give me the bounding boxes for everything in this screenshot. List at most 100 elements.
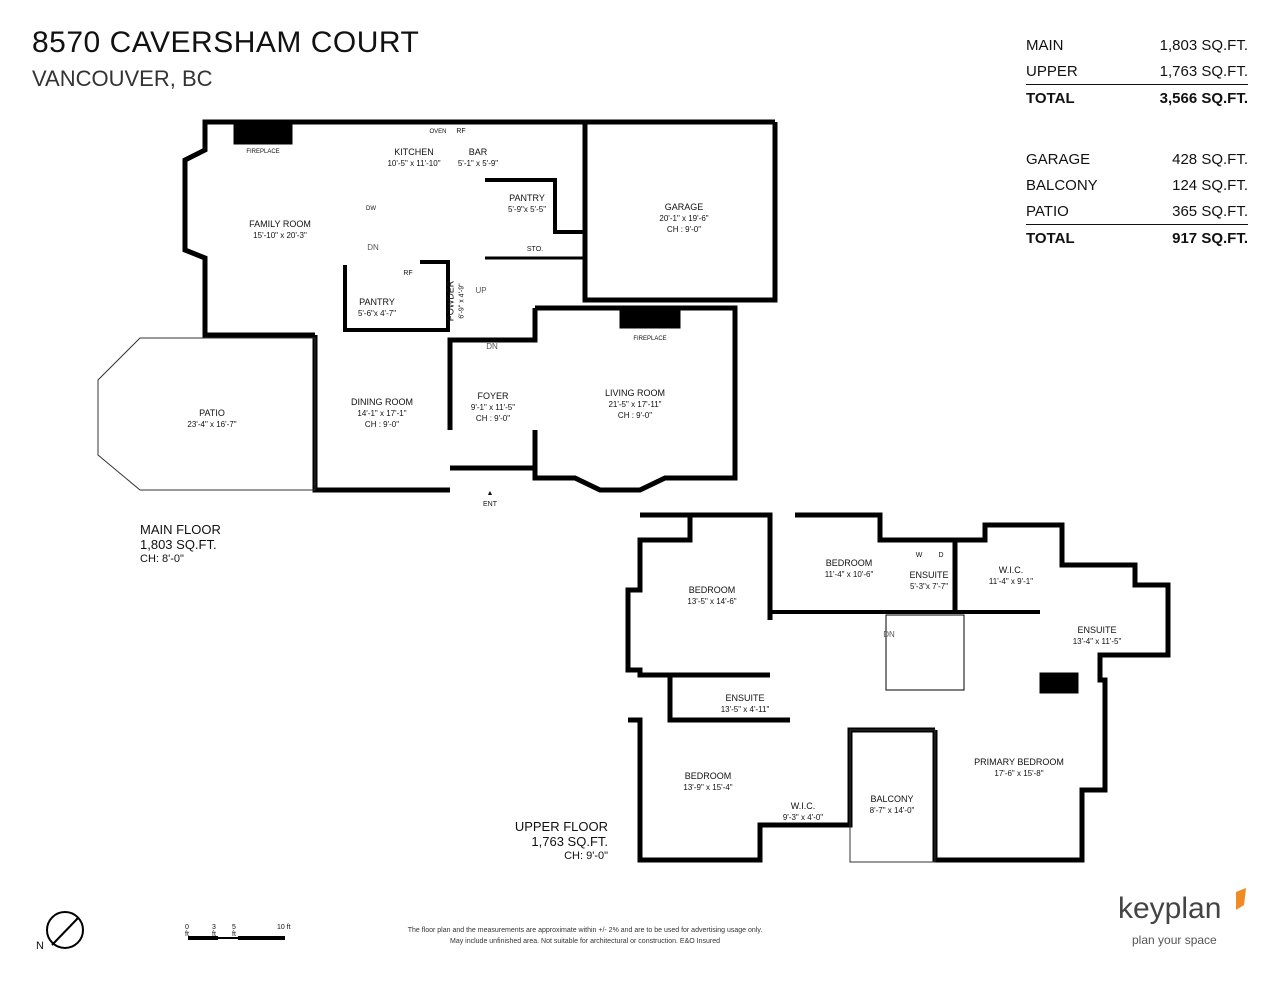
wall-primary	[932, 522, 1171, 863]
disclaimer-line: The floor plan and the measurements are …	[407, 927, 763, 934]
area-value: 1,803 SQ.FT.	[1159, 36, 1248, 54]
room-dims: 13'-9" x 15'-4"	[683, 783, 733, 792]
fixture-fireplace: FIREPLACE	[633, 336, 667, 342]
room-dims: 5'-6"x 4'-7"	[357, 309, 397, 318]
wall-bedroom-2	[795, 512, 958, 612]
area-label: TOTAL	[1026, 229, 1075, 247]
wall-bedroom-1	[690, 512, 773, 620]
floor-ceiling: CH: 8'-0"	[140, 553, 184, 565]
patio-outline	[97, 337, 316, 491]
room-dims: 9'-1" x 11'-5"	[470, 403, 516, 412]
area-label: GARAGE	[1026, 150, 1091, 168]
room-name: ENSUITE	[1077, 625, 1117, 635]
disclaimer: The floor plan and the measurements are …	[385, 925, 785, 947]
area-row-garage: GARAGE 428 SQ.FT.	[1026, 146, 1248, 172]
fireplace-family	[233, 121, 293, 145]
room-name: W.I.C.	[998, 565, 1024, 575]
room-name: PANTRY	[359, 297, 395, 307]
room-name: GARAGE	[664, 202, 704, 212]
room-wic: W.I.C. 11'-4" x 9'-1"	[989, 565, 1033, 587]
room-name: POWDER	[445, 280, 456, 322]
stair-down-label: DN	[883, 630, 895, 639]
room-patio: PATIO 23'-4" x 16'-7"	[187, 408, 236, 430]
disclaimer-line: May include unfinished area. Not suitabl…	[449, 938, 721, 945]
area-label: PATIO	[1026, 202, 1069, 220]
compass-needle	[51, 917, 79, 946]
scale-tick: 3 ft	[212, 924, 216, 938]
room-dims: 23'-4" x 16'-7"	[187, 420, 237, 429]
room-bar: BAR 5'-1" x 5'-9"	[458, 147, 498, 169]
room-ensuite: ENSUITE 13'-4" x 11'-5"	[1073, 625, 1122, 647]
room-dims: 17'-6" x 15'-8"	[994, 769, 1044, 778]
room-name: BALCONY	[870, 794, 914, 804]
scale-tick: 10 ft	[277, 924, 291, 931]
wall-garage	[582, 122, 778, 303]
room-name: FOYER	[477, 391, 509, 401]
area-value: 365 SQ.FT.	[1172, 202, 1248, 220]
fixture-dryer: D	[938, 552, 944, 559]
room-dims: 13'-4" x 11'-5"	[1072, 637, 1122, 646]
room-name: LIVING ROOM	[604, 388, 666, 398]
area-label: BALCONY	[1026, 176, 1098, 194]
floor-name: MAIN FLOOR	[140, 522, 221, 537]
stair-well	[885, 614, 965, 691]
wall-ensuite	[667, 675, 790, 723]
room-dims: 13'-5" x 4'-11"	[720, 705, 770, 714]
scale-tick: 5 ft	[232, 924, 236, 938]
room-name: PATIO	[199, 408, 225, 418]
fixture-oven: OVEN	[429, 129, 447, 135]
area-label: MAIN	[1026, 36, 1064, 54]
stair-down-label: DN	[486, 342, 498, 351]
room-dims: 20'-1" x 19'-6"	[659, 214, 709, 223]
room-name: DINING ROOM	[351, 397, 413, 407]
room-dims: 5'-1" x 5'-9"	[457, 159, 499, 168]
room-kitchen: KITCHEN 10'-5" x 11'-10"	[387, 147, 440, 169]
area-value: 917 SQ.FT.	[1172, 229, 1248, 247]
room-dims: 5'-9"x 5'-5"	[507, 205, 547, 214]
stair-up-label: UP	[475, 286, 487, 295]
room-ceiling: CH : 9'-0"	[475, 414, 511, 423]
room-name: KITCHEN	[394, 147, 434, 157]
area-value: 1,763 SQ.FT.	[1159, 62, 1248, 80]
room-ceiling: CH : 9'-0"	[666, 225, 702, 234]
room-name: ENSUITE	[909, 570, 949, 580]
room-dims: 21'-5" x 17'-11"	[608, 400, 662, 409]
wall-upper-left	[625, 512, 770, 678]
room-wic: W.I.C.9'-3" x 4'-0"	[783, 801, 823, 823]
fixture-rf: RF	[403, 270, 413, 277]
area-row-patio: PATIO 365 SQ.FT.	[1026, 198, 1248, 224]
room-dims: 11'-4" x 9'-1"	[988, 577, 1034, 586]
upper-floor-label: UPPER FLOOR 1,763 SQ.FT. CH: 9'-0"	[510, 819, 608, 864]
room-pantry: PANTRY 5'-6"x 4'-7"	[358, 297, 396, 319]
brand-logo: keyplan	[1118, 892, 1222, 925]
room-name: ENSUITE	[725, 693, 765, 703]
room-dims: 10'-5" x 11'-10"	[387, 159, 441, 168]
brand-tagline: plan your space	[1132, 933, 1217, 947]
stair-down-label: DN	[367, 243, 379, 252]
fixture-fireplace: FIREPLACE	[246, 149, 280, 155]
wall-family-room	[182, 119, 352, 338]
area-row-main: MAIN 1,803 SQ.FT.	[1026, 32, 1248, 58]
entrance-text: ENT	[483, 501, 497, 508]
room-dims: 15'-10" x 20'-3"	[253, 231, 307, 240]
room-dims: 5'-3"x 7'-7"	[909, 582, 949, 591]
room-dims: 8'-7" x 14'-0"	[869, 806, 915, 815]
area-value: 428 SQ.FT.	[1172, 150, 1248, 168]
main-floor-label: MAIN FLOOR 1,803 SQ.FT. CH: 8'-0"	[140, 522, 221, 567]
fixture-washer: W	[915, 552, 923, 559]
property-city: VANCOUVER, BC	[32, 66, 213, 91]
room-name: W.I.C.	[790, 801, 816, 811]
floor-ceiling: CH: 9'-0"	[564, 850, 608, 862]
entrance-label: ▲ENT	[483, 490, 497, 508]
room-name: PANTRY	[509, 193, 545, 203]
room-name: BAR	[468, 147, 488, 157]
